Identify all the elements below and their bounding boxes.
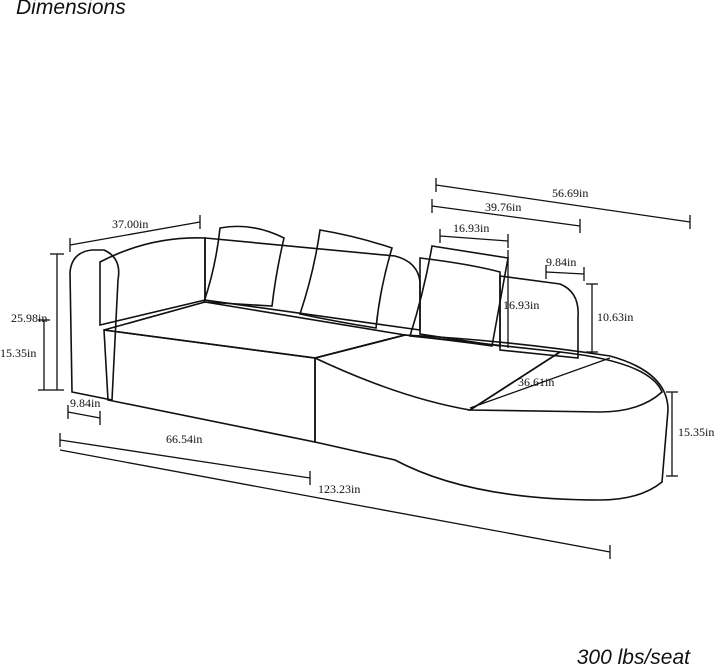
sofa-left-arm xyxy=(69,249,120,401)
label-arm-thickness: 9.84in xyxy=(70,396,100,410)
label-seat-height-left: 15.35in xyxy=(0,346,36,360)
dimension-lines xyxy=(38,178,691,559)
label-overall-length: 123.23in xyxy=(318,482,360,496)
chaise-back xyxy=(419,257,501,347)
label-chaise-arm-height: 10.63in xyxy=(597,310,633,324)
weight-capacity: 300 lbs/seat xyxy=(576,646,690,669)
label-chaise-seat-height: 15.35in xyxy=(678,425,714,439)
label-left-section-length: 66.54in xyxy=(166,432,202,446)
sofa-front-base xyxy=(103,329,316,443)
pillow-2 xyxy=(298,229,393,329)
chaise-end-top xyxy=(467,351,663,413)
chaise-seat xyxy=(312,334,563,411)
label-arm-width-top: 37.00in xyxy=(112,217,148,231)
label-chaise-back-height: 16.93in xyxy=(503,298,539,312)
label-chaise-back: 16.93in xyxy=(453,221,489,235)
label-chaise-arm-thickness: 9.84in xyxy=(546,255,576,269)
label-chaise-inner: 39.76in xyxy=(485,200,521,214)
sofa-illustration xyxy=(69,225,669,501)
label-overall-height: 25.98in xyxy=(11,311,47,325)
chaise-right-arm xyxy=(499,275,579,359)
label-chaise-seat-diagonal: 36.61in xyxy=(518,375,554,389)
pillow-1 xyxy=(202,225,285,307)
label-chaise-depth-overall: 56.69in xyxy=(552,186,588,200)
page-title: Dimensions xyxy=(16,0,126,19)
chaise-base xyxy=(314,334,669,501)
pillow-3 xyxy=(408,245,509,347)
